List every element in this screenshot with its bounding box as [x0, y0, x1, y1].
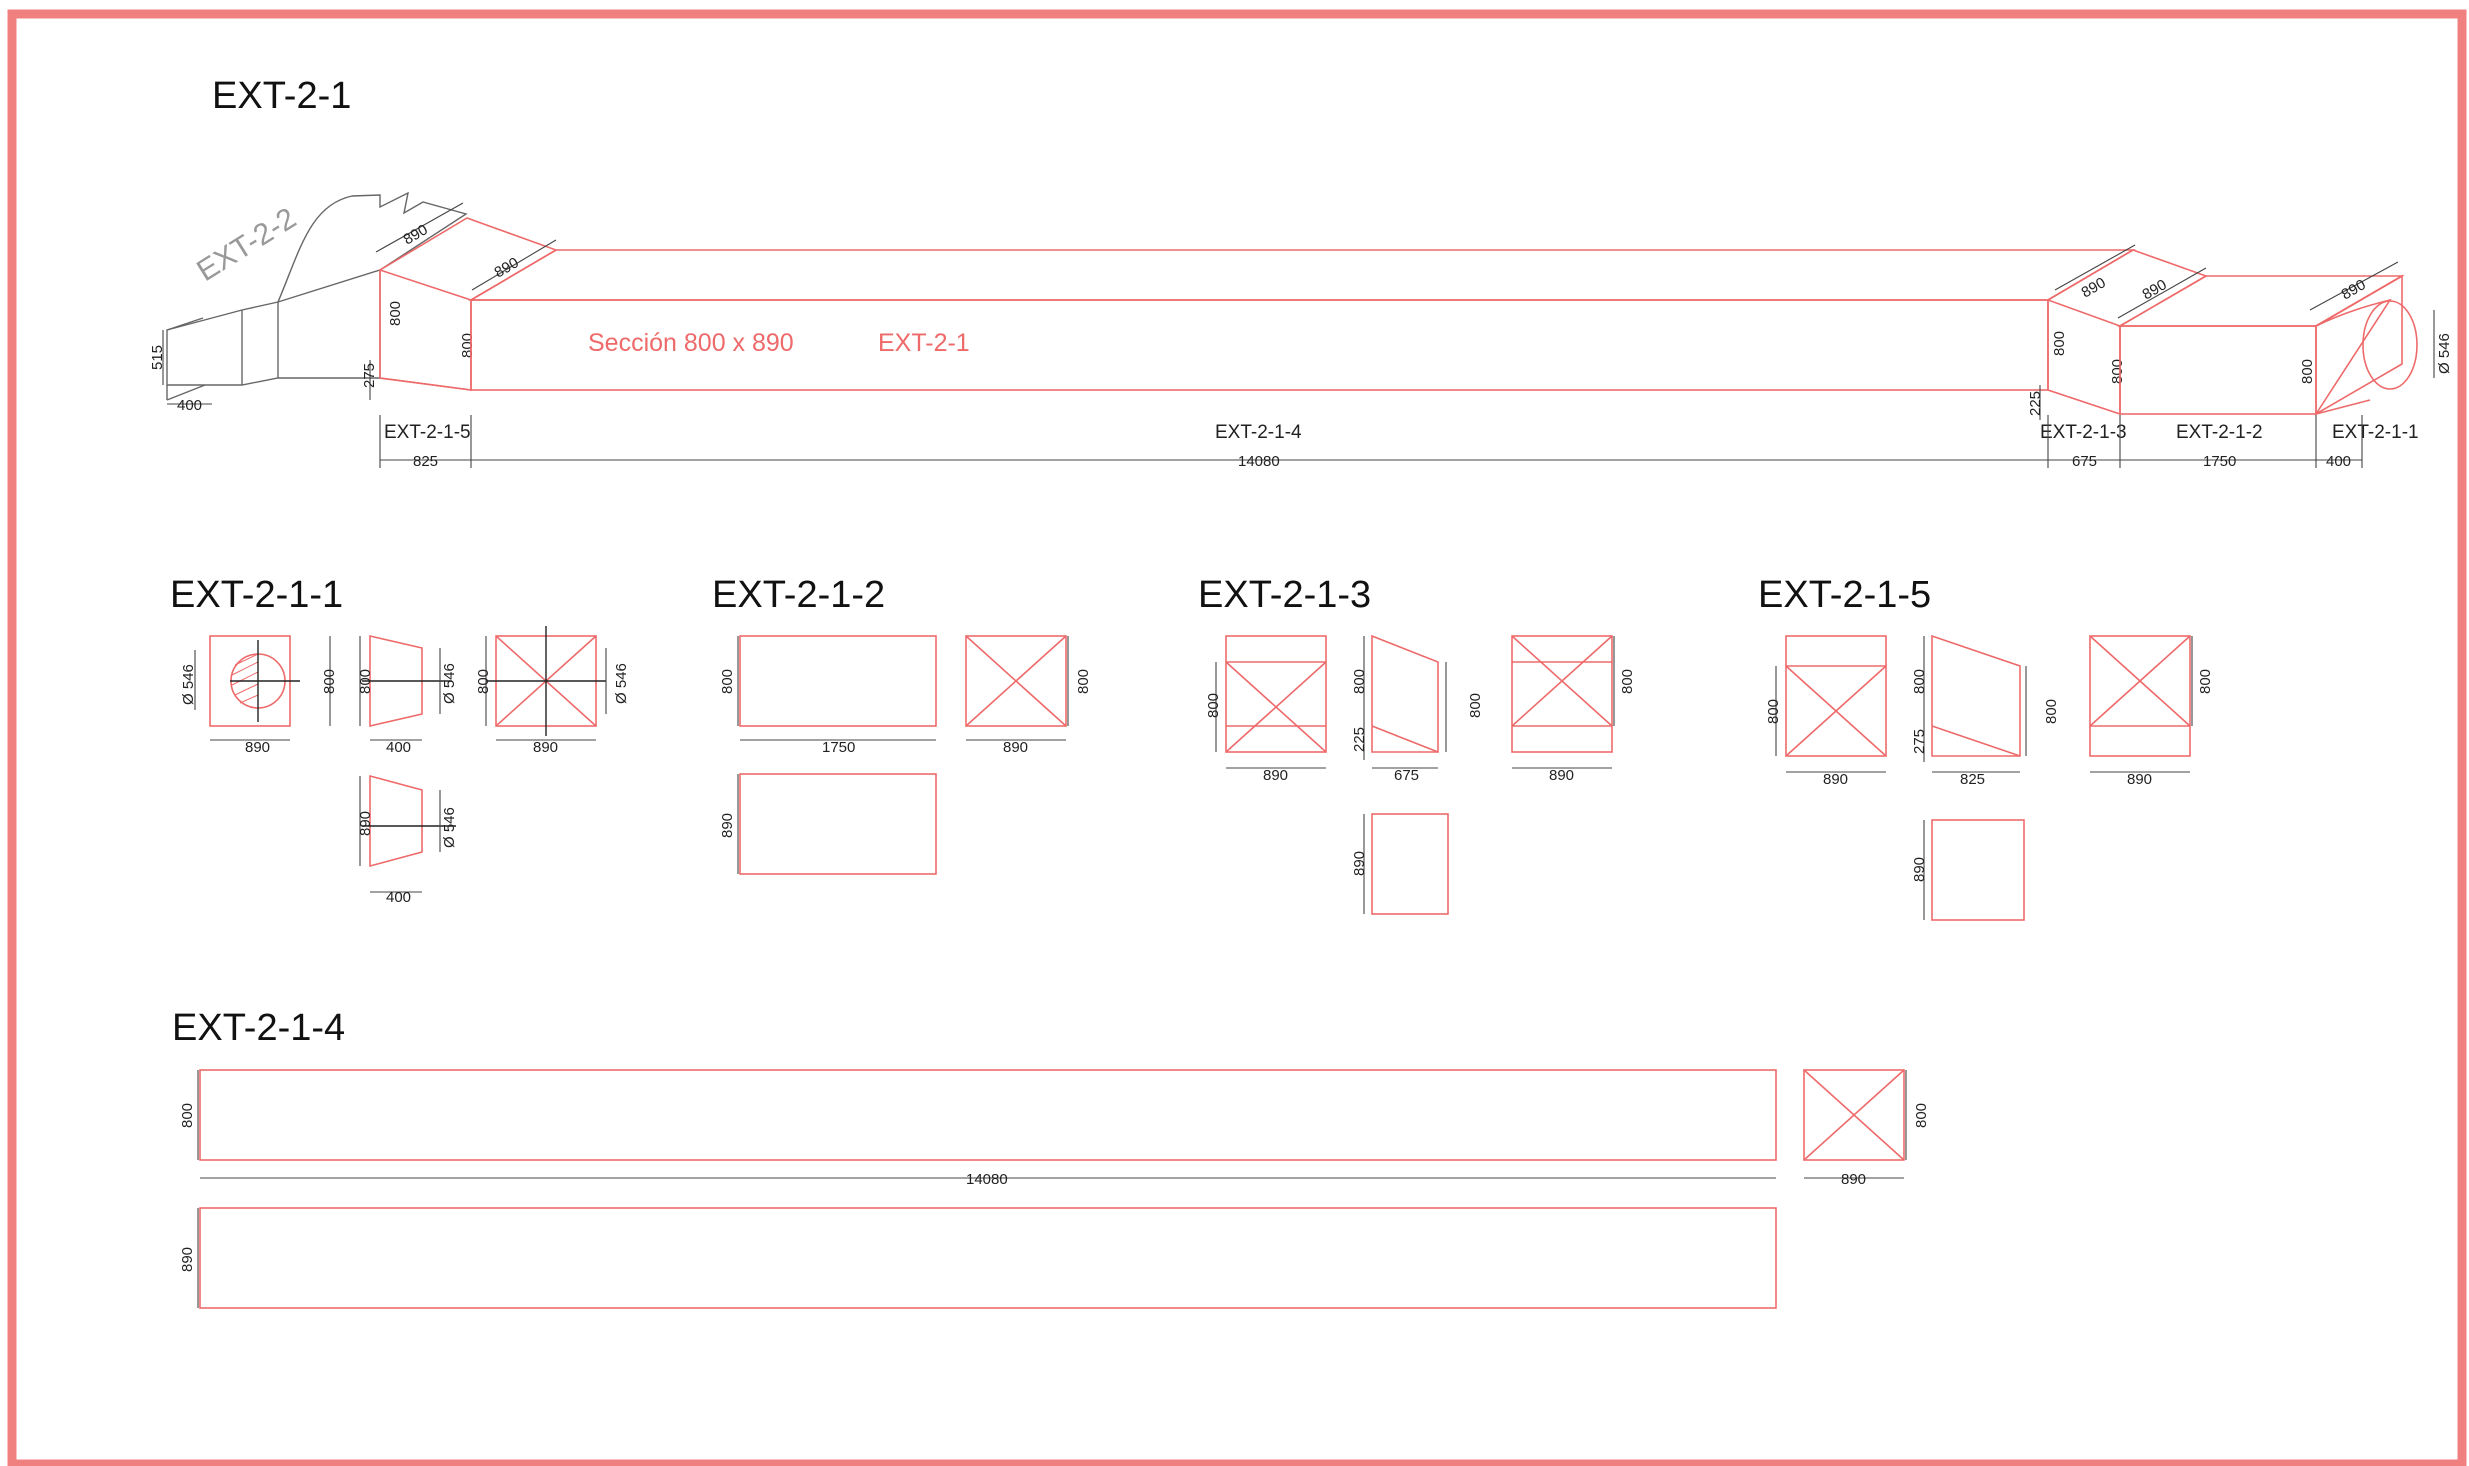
svg-text:890: 890 — [1911, 857, 1928, 882]
svg-text:800: 800 — [1075, 669, 1092, 694]
svg-text:225: 225 — [2027, 391, 2044, 416]
detail-ext-2-1-5: EXT-2-1-5 800 890 800 275 800 825 800 89… — [1758, 574, 2214, 921]
svg-text:800: 800 — [1911, 669, 1928, 694]
svg-text:800: 800 — [321, 669, 338, 694]
connector-dims: 515 400 — [149, 330, 212, 414]
svg-text:800: 800 — [1913, 1103, 1930, 1128]
detail-ext-2-1-1: EXT-2-1-1 Ø 546 800 890 800 Ø 546 400 80… — [170, 574, 630, 906]
main-title: EXT-2-1 — [212, 75, 351, 117]
main-assembly: EXT-2-1 EXT-2-2 515 400 890 890 800 800 — [149, 75, 2453, 470]
part-ext-2-1-5: 890 890 800 800 275 — [361, 202, 558, 400]
svg-text:890: 890 — [1549, 767, 1574, 784]
svg-text:225: 225 — [1351, 727, 1368, 752]
part-label: EXT-2-1-3 — [2040, 422, 2127, 443]
svg-text:800: 800 — [1351, 669, 1368, 694]
svg-text:800: 800 — [2051, 331, 2068, 356]
svg-text:800: 800 — [1467, 693, 1484, 718]
svg-text:800: 800 — [179, 1103, 196, 1128]
svg-text:890: 890 — [1351, 851, 1368, 876]
svg-text:890: 890 — [401, 221, 431, 248]
svg-text:800: 800 — [2197, 669, 2214, 694]
section-note: Sección 800 x 890 — [588, 329, 794, 357]
svg-text:EXT-2-1-5: EXT-2-1-5 — [1758, 574, 1931, 616]
part-label: EXT-2-1-5 — [384, 422, 471, 443]
svg-text:800: 800 — [475, 669, 492, 694]
svg-text:800: 800 — [459, 333, 476, 358]
svg-text:400: 400 — [386, 889, 411, 906]
svg-text:800: 800 — [719, 669, 736, 694]
connector-label: EXT-2-2 — [191, 202, 302, 288]
detail-ext-2-1-4: EXT-2-1-4 800 14080 800 890 890 — [172, 1007, 1930, 1309]
svg-text:400: 400 — [386, 739, 411, 756]
svg-text:890: 890 — [1263, 767, 1288, 784]
detail-ext-2-1-3: EXT-2-1-3 800 890 800 225 800 675 800 89… — [1198, 574, 1636, 915]
svg-text:890: 890 — [492, 254, 522, 281]
svg-text:275: 275 — [1911, 729, 1928, 754]
svg-text:800: 800 — [2109, 359, 2126, 384]
part-label: EXT-2-1-2 — [2176, 422, 2263, 443]
svg-text:890: 890 — [1003, 739, 1028, 756]
svg-text:1750: 1750 — [2203, 453, 2236, 470]
svg-text:825: 825 — [1960, 771, 1985, 788]
svg-text:EXT-2-1-2: EXT-2-1-2 — [712, 574, 885, 616]
svg-text:Ø 546: Ø 546 — [441, 663, 458, 704]
svg-text:EXT-2-1-4: EXT-2-1-4 — [172, 1007, 345, 1049]
length-chain: 825 14080 675 1750 400 — [379, 415, 2363, 470]
svg-text:890: 890 — [2127, 771, 2152, 788]
svg-text:400: 400 — [2326, 453, 2351, 470]
svg-text:675: 675 — [1394, 767, 1419, 784]
part-ext-2-1-3: 890 800 800 225 — [2027, 244, 2208, 420]
svg-text:1750: 1750 — [822, 739, 855, 756]
svg-text:825: 825 — [413, 453, 438, 470]
svg-text:800: 800 — [2299, 359, 2316, 384]
svg-text:890: 890 — [533, 739, 558, 756]
duct-name: EXT-2-1 — [878, 329, 970, 357]
part-ext-2-1-1: 890 Ø 546 — [2309, 261, 2453, 416]
svg-text:Ø 546: Ø 546 — [2436, 333, 2453, 374]
svg-text:515: 515 — [149, 345, 166, 370]
svg-text:890: 890 — [1823, 771, 1848, 788]
svg-text:14080: 14080 — [1238, 453, 1280, 470]
svg-text:800: 800 — [2043, 699, 2060, 724]
svg-text:14080: 14080 — [966, 1171, 1008, 1188]
detail-ext-2-1-2: EXT-2-1-2 800 1750 800 890 890 — [712, 574, 1092, 875]
svg-text:800: 800 — [1205, 693, 1222, 718]
sheet-border — [7, 9, 2467, 1466]
svg-text:800: 800 — [1619, 669, 1636, 694]
svg-text:Ø 546: Ø 546 — [180, 664, 197, 705]
svg-text:275: 275 — [361, 363, 378, 388]
svg-text:890: 890 — [245, 739, 270, 756]
part-label: EXT-2-1-4 — [1215, 422, 1302, 443]
svg-text:400: 400 — [177, 397, 202, 414]
svg-text:800: 800 — [1765, 699, 1782, 724]
svg-text:890: 890 — [719, 813, 736, 838]
svg-text:800: 800 — [387, 301, 404, 326]
part-ext-2-1-4: Sección 800 x 890 EXT-2-1 — [468, 249, 2136, 391]
svg-text:890: 890 — [2079, 274, 2109, 301]
part-labels: EXT-2-1-5 EXT-2-1-4 EXT-2-1-3 EXT-2-1-2 … — [384, 422, 2419, 443]
svg-text:890: 890 — [357, 811, 374, 836]
svg-text:890: 890 — [179, 1247, 196, 1272]
svg-text:890: 890 — [1841, 1171, 1866, 1188]
svg-text:Ø 546: Ø 546 — [441, 807, 458, 848]
svg-text:675: 675 — [2072, 453, 2097, 470]
part-label: EXT-2-1-1 — [2332, 422, 2419, 443]
svg-text:Ø 546: Ø 546 — [613, 663, 630, 704]
svg-text:EXT-2-1-1: EXT-2-1-1 — [170, 574, 343, 616]
svg-text:EXT-2-1-3: EXT-2-1-3 — [1198, 574, 1371, 616]
